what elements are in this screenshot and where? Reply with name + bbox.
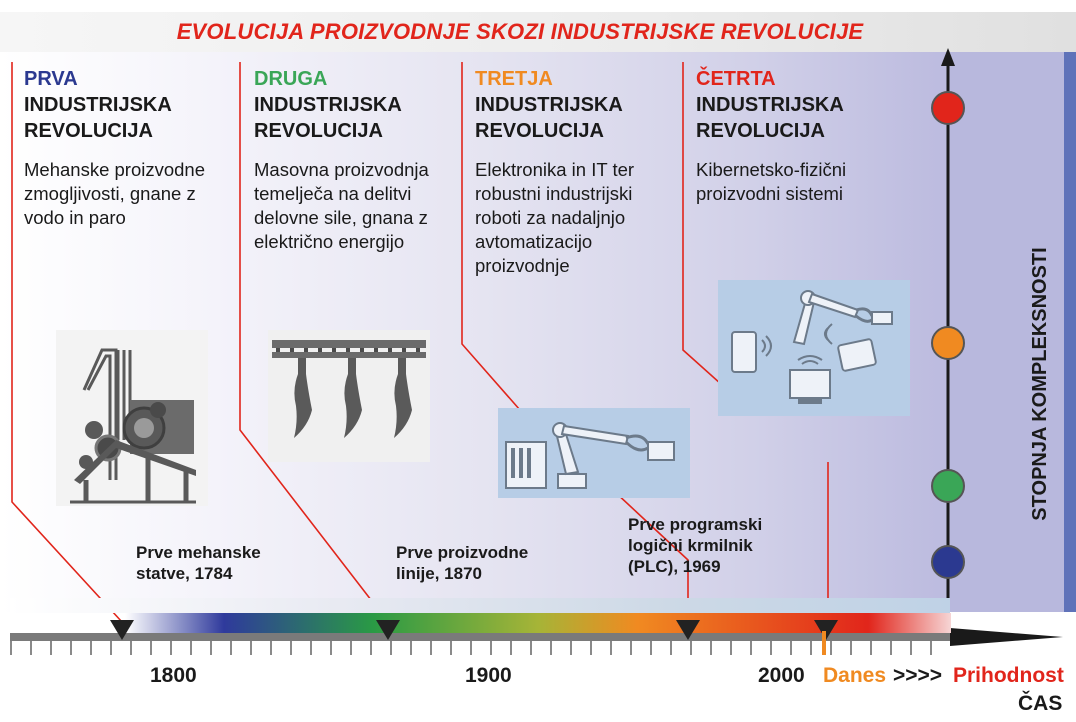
revolution-3-desc-line: robustni industrijski — [475, 183, 633, 204]
revolution-1-desc-line: Mehanske proizvodne — [24, 159, 205, 180]
milestone-marker-2 — [376, 620, 400, 640]
future-label: Prihodnost — [953, 664, 1064, 687]
milestone-3-line: Prve programski — [628, 515, 763, 534]
page-title: EVOLUCIJA PROIZVODNJE SKOZI INDUSTRIJSKE… — [176, 19, 864, 44]
revolution-3-description: Elektronika in IT ter robustni industrij… — [475, 158, 685, 278]
complexity-panel — [948, 52, 1068, 612]
revolution-4-desc-line: Kibernetsko-fizični — [696, 159, 847, 180]
revolution-1: PRVA INDUSTRIJSKA REVOLUCIJA Mehanske pr… — [24, 66, 244, 230]
title-bar — [0, 12, 1076, 52]
time-color-band — [125, 613, 951, 633]
industrial-robot-icon — [505, 422, 675, 489]
revolution-4: ČETRTA INDUSTRIJSKA REVOLUCIJA Kibernets… — [696, 66, 926, 206]
cyber-physical-illustration — [718, 280, 910, 416]
revolution-2-desc-line: temelječa na delitvi — [254, 183, 412, 204]
time-axis-arrow-head — [950, 628, 1063, 646]
revolution-1-desc-line: zmogljivosti, gnane z — [24, 183, 196, 204]
complexity-axis-label: STOPNJA KOMPLEKSNOSTI — [1029, 247, 1051, 521]
connector-line-1 — [11, 62, 123, 623]
milestone-1-line: Prve mehanske — [136, 543, 261, 562]
revolution-4-ordinal: ČETRTA — [696, 68, 776, 90]
milestone-marker-1 — [110, 620, 134, 640]
right-edge-strip — [1064, 52, 1076, 612]
revolution-3-ordinal: TRETJA — [475, 68, 553, 90]
revolution-2-desc-line: električno energijo — [254, 231, 405, 252]
connector-line-2 — [239, 62, 389, 623]
complexity-axis-arrow — [941, 48, 955, 66]
revolution-1-ordinal: PRVA — [24, 68, 78, 90]
milestone-2-line: linije, 1870 — [396, 564, 482, 583]
revolution-2-kind-2: REVOLUCIJA — [254, 120, 383, 142]
milestone-3: Prve programski logični krmilnik (PLC), … — [628, 514, 762, 577]
revolution-2-ordinal: DRUGA — [254, 68, 328, 90]
milestone-marker-4 — [814, 620, 838, 640]
cyber-physical-icon — [731, 290, 893, 404]
loom-illustration — [56, 330, 208, 506]
assembly-line-illustration — [268, 330, 430, 462]
today-label: Danes — [823, 664, 887, 687]
milestone-marker-3 — [676, 620, 700, 640]
revolution-3-kind-1: INDUSTRIJSKA — [475, 94, 623, 116]
revolution-4-desc-line: proizvodni sistemi — [696, 183, 844, 204]
revolution-2: DRUGA INDUSTRIJSKA REVOLUCIJA Masovna pr… — [254, 66, 464, 254]
time-axis-bar — [10, 633, 950, 641]
revolution-3-desc-line: proizvodnje — [475, 255, 570, 276]
time-band-light — [10, 598, 950, 613]
revolution-1-kind-1: INDUSTRIJSKA — [24, 94, 172, 116]
loom-icon — [70, 348, 196, 504]
complexity-level-1-dot — [931, 545, 965, 579]
today-marker — [822, 631, 826, 655]
milestone-1-line: statve, 1784 — [136, 564, 233, 583]
revolution-4-description: Kibernetsko-fizični proizvodni sistemi — [696, 158, 926, 206]
revolution-3-kind-2: REVOLUCIJA — [475, 120, 604, 142]
revolution-1-description: Mehanske proizvodne zmogljivosti, gnane … — [24, 158, 244, 230]
revolution-4-kind-1: INDUSTRIJSKA — [696, 94, 844, 116]
revolution-2-desc-line: delovne sile, gnana z — [254, 207, 428, 228]
revolution-3-desc-line: avtomatizacijo — [475, 231, 593, 252]
milestone-3-line: (PLC), 1969 — [628, 557, 721, 576]
revolution-3: TRETJA INDUSTRIJSKA REVOLUCIJA Elektroni… — [475, 66, 685, 278]
time-axis-label: ČAS — [1018, 692, 1063, 715]
revolution-2-desc-line: Masovna proizvodnja — [254, 159, 429, 180]
revolution-4-kind-2: REVOLUCIJA — [696, 120, 825, 142]
revolution-1-desc-line: vodo in paro — [24, 207, 126, 228]
arrows-label: >>>> — [893, 664, 943, 687]
revolution-2-description: Masovna proizvodnja temelječa na delitvi… — [254, 158, 464, 254]
milestone-2: Prve proizvodne linije, 1870 — [396, 542, 528, 584]
connector-line-3a — [461, 62, 521, 411]
revolution-3-desc-line: Elektronika in IT ter — [475, 159, 635, 180]
complexity-level-4-dot — [931, 91, 965, 125]
time-axis-ticks — [10, 641, 950, 655]
revolution-2-kind-1: INDUSTRIJSKA — [254, 94, 402, 116]
milestone-1: Prve mehanske statve, 1784 — [136, 542, 261, 584]
revolution-3-desc-line: roboti za nadaljnjo — [475, 207, 626, 228]
milestone-3-line: logični krmilnik — [628, 536, 753, 555]
year-label-2000: 2000 — [758, 664, 805, 687]
revolution-1-kind-2: REVOLUCIJA — [24, 120, 153, 142]
milestone-2-line: Prve proizvodne — [396, 543, 529, 562]
assembly-line-icon — [272, 340, 426, 438]
complexity-level-2-dot — [931, 469, 965, 503]
industrial-robot-illustration — [498, 408, 690, 498]
year-label-1800: 1800 — [150, 664, 197, 687]
year-label-1900: 1900 — [465, 664, 512, 687]
complexity-level-3-dot — [931, 326, 965, 360]
